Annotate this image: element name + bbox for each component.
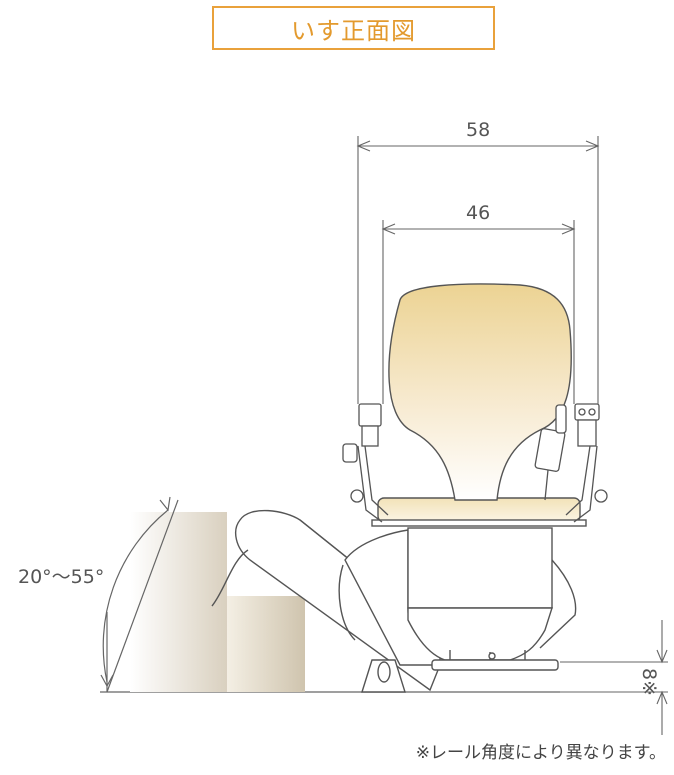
footnote: ※レール角度により異なります。 (415, 743, 666, 763)
diagram-title: いす正面図 (291, 16, 416, 45)
rail-bracket (361, 659, 406, 693)
right-armrest (534, 403, 608, 523)
inner-width-label: 46 (466, 202, 490, 224)
diagram-title-box: いす正面図 (212, 6, 495, 50)
outer-width-label: 58 (466, 119, 490, 141)
seat (371, 497, 587, 527)
backrest (388, 283, 572, 501)
dimension-inner-width (381, 220, 576, 404)
left-armrest (342, 403, 389, 523)
carriage (338, 527, 577, 666)
angle-label: 20°～55° (18, 566, 104, 588)
floor-clearance-label: 8※ (638, 668, 660, 696)
angle-indicator (100, 496, 179, 693)
dimension-floor-clearance (560, 620, 668, 735)
stairs (130, 512, 305, 692)
dimension-outer-width (356, 136, 600, 404)
footrest (431, 650, 559, 671)
